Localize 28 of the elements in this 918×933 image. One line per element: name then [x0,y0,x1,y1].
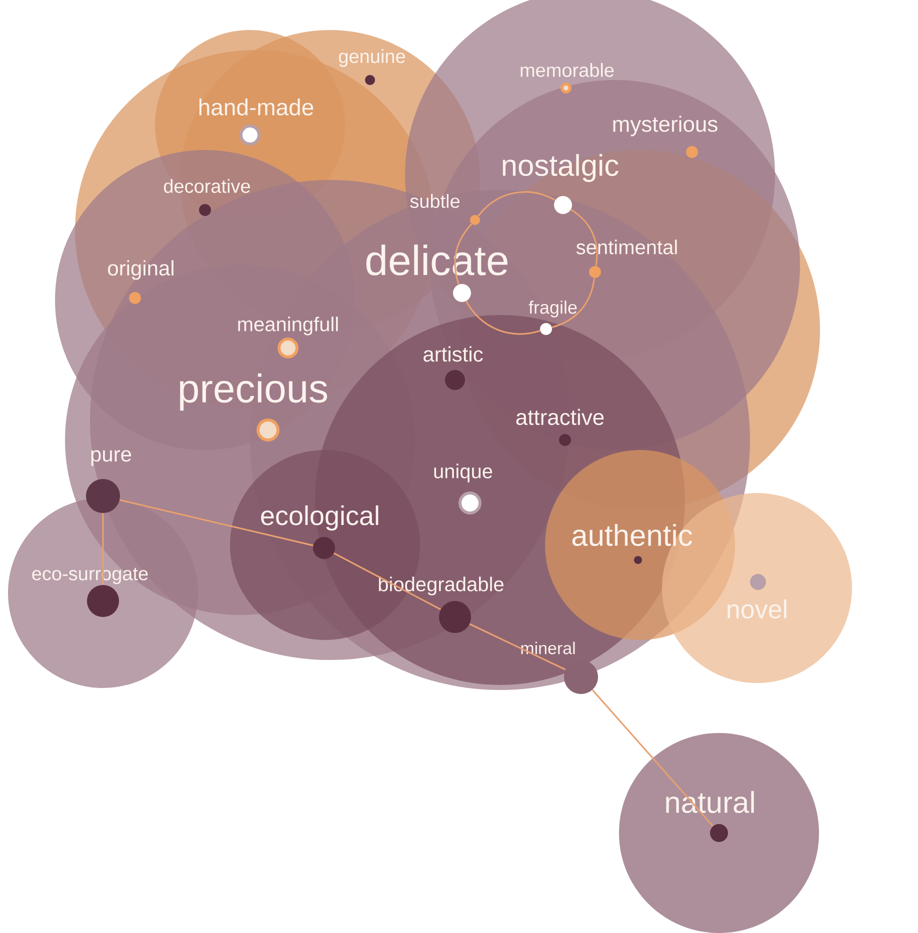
connector-line [102,513,104,585]
word-label: artistic [424,346,483,362]
word-label: original [108,260,174,280]
connector-line [570,208,598,266]
word-label: attractive [516,408,604,426]
word-label: precious [180,373,328,411]
word-label: nostalgic [502,154,618,182]
word-label: authentic [572,524,692,546]
word-label: unique [434,464,492,482]
connector-line [552,278,596,328]
connector-line [466,300,540,335]
word-label: subtle [410,194,460,208]
word-label: ecological [261,505,378,531]
word-label: genuine [339,49,405,67]
word-label: hand-made [199,98,314,116]
word-label: eco-surrogate [32,568,148,584]
word-label: fragile [528,300,577,318]
word-label: decorative [164,179,250,193]
connector-line [592,689,714,827]
word-label: meaningfull [238,316,338,336]
word-label: pure [91,450,132,466]
word-label: mysterious [613,116,718,136]
word-label: novel [728,599,786,619]
word-label: mineral [521,642,575,654]
connector-line [469,623,566,670]
connector-line [478,191,556,216]
connector-line [120,499,314,546]
word-label: memorable [520,63,614,77]
